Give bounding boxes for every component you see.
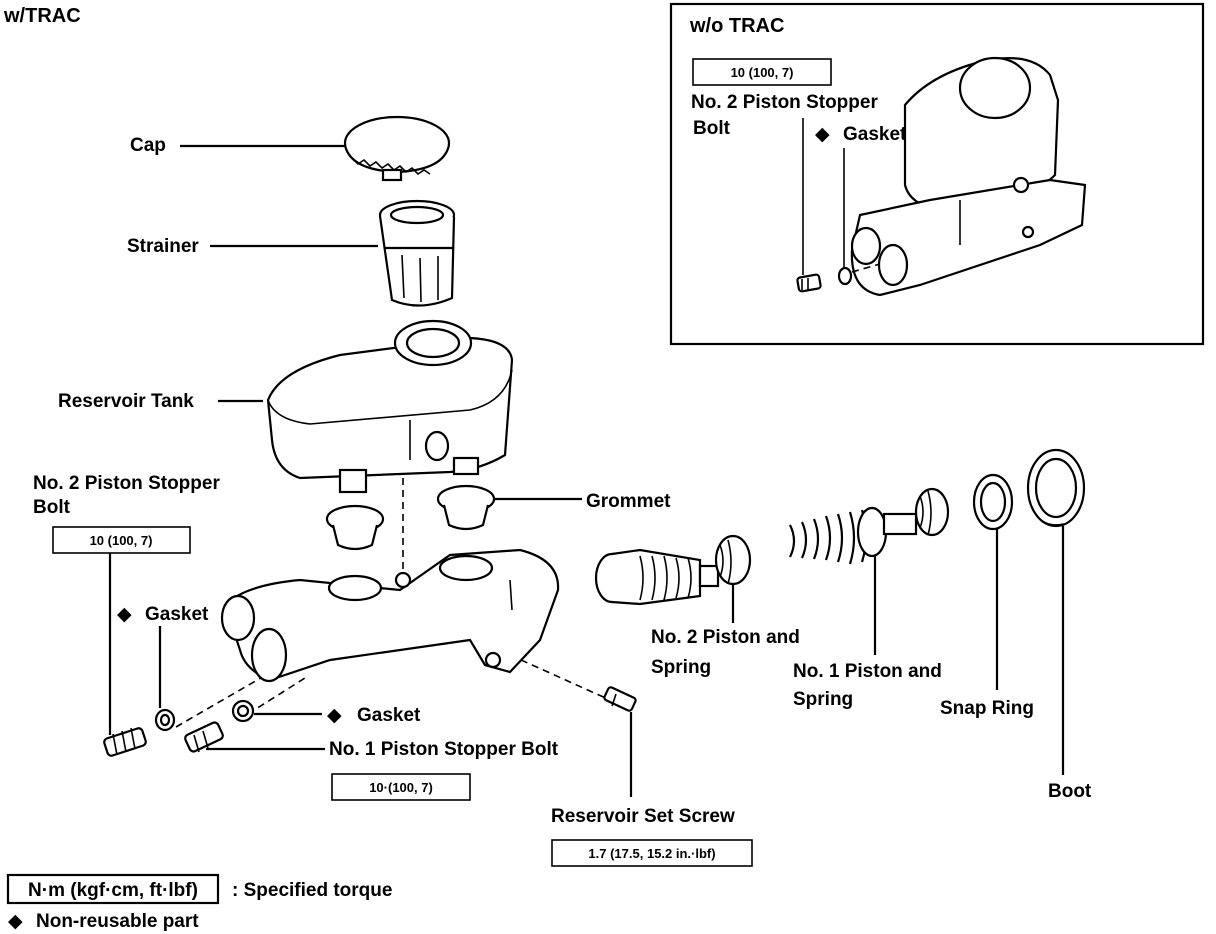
no2-stopper-bolt-torque: 10 (100, 7): [90, 533, 153, 548]
inset-gasket-label: Gasket: [843, 124, 907, 145]
inset-stopper-bolt-icon: [796, 273, 822, 293]
cap-label: Cap: [130, 135, 166, 156]
reservoir-set-screw-torque: 1.7 (17.5, 15.2 in.·lbf): [588, 846, 715, 861]
no2-stopper-bolt-torque-box: [52, 526, 191, 554]
no1-stopper-bolt-label: No. 1 Piston Stopper Bolt: [329, 739, 559, 760]
gasket-left-diamond-icon: ◆: [117, 604, 132, 625]
legend-torque-desc: : Specified torque: [232, 880, 392, 901]
gasket-right-label: Gasket: [357, 705, 421, 726]
gasket-right-icon: [231, 699, 255, 723]
inset-stopper-bolt-label-1: No. 2 Piston Stopper: [691, 92, 878, 113]
no2-stopper-bolt-label-1: No. 2 Piston Stopper: [33, 473, 220, 494]
without-trac-header: w/o TRAC: [689, 15, 784, 37]
boot-icon: [1026, 448, 1086, 528]
legend-torque-unit: N·m (kgf·cm, ft·lbf): [28, 880, 198, 901]
with-trac-header: w/TRAC: [3, 5, 81, 27]
no1-piston-label-1: No. 1 Piston and: [793, 661, 942, 682]
inset-master-cylinder: [850, 56, 1087, 297]
inset-gasket-icon: [837, 266, 853, 286]
snap-ring-label: Snap Ring: [940, 698, 1034, 719]
boot-label: Boot: [1048, 781, 1092, 802]
cap-icon: [343, 115, 451, 182]
reservoir-set-screw-torque-box: [551, 839, 753, 867]
reservoir-set-screw-label: Reservoir Set Screw: [551, 806, 735, 827]
strainer-icon: [378, 199, 456, 307]
no2-piston-icon: [594, 534, 752, 606]
no1-piston-label-2: Spring: [793, 689, 853, 710]
snap-ring-icon: [972, 473, 1014, 531]
inset-torque-box: [692, 58, 832, 86]
inset-diamond-icon: ◆: [815, 124, 830, 145]
legend-diamond-icon: ◆: [8, 911, 23, 932]
strainer-label: Strainer: [127, 236, 199, 257]
no2-piston-label-1: No. 2 Piston and: [651, 627, 800, 648]
master-cylinder-body: [220, 548, 560, 683]
grommet-left-icon: [325, 504, 385, 551]
legend: N·m (kgf·cm, ft·lbf) : Specified torque …: [6, 873, 392, 932]
no1-stopper-bolt-torque: 10·(100, 7): [369, 780, 433, 795]
gasket-left-icon: [154, 708, 176, 732]
inset-frame: [669, 2, 1205, 346]
reservoir-tank-label: Reservoir Tank: [58, 391, 194, 412]
inset-torque-value: 10 (100, 7): [731, 65, 794, 80]
grommet-right-icon: [436, 484, 496, 531]
gasket-left-label: Gasket: [145, 604, 209, 625]
inset-without-trac: w/o TRAC 10 (100, 7) No. 2 Piston Stoppe…: [669, 2, 1205, 346]
inset-stopper-bolt-label-2: Bolt: [693, 118, 731, 139]
legend-non-reusable: Non-reusable part: [36, 911, 199, 932]
reservoir-set-screw-icon: [603, 686, 637, 712]
no2-stopper-bolt-icon: [103, 727, 147, 757]
reservoir-tank-icon: [266, 319, 514, 494]
no2-stopper-bolt-label-2: Bolt: [33, 497, 71, 518]
legend-torque-box: [6, 873, 220, 905]
no1-piston-icon: [789, 487, 950, 565]
no2-piston-label-2: Spring: [651, 657, 711, 678]
no1-stopper-bolt-torque-box: [331, 773, 471, 801]
grommet-label: Grommet: [586, 491, 671, 512]
no1-stopper-bolt-icon: [184, 721, 224, 753]
gasket-right-diamond-icon: ◆: [327, 705, 342, 726]
